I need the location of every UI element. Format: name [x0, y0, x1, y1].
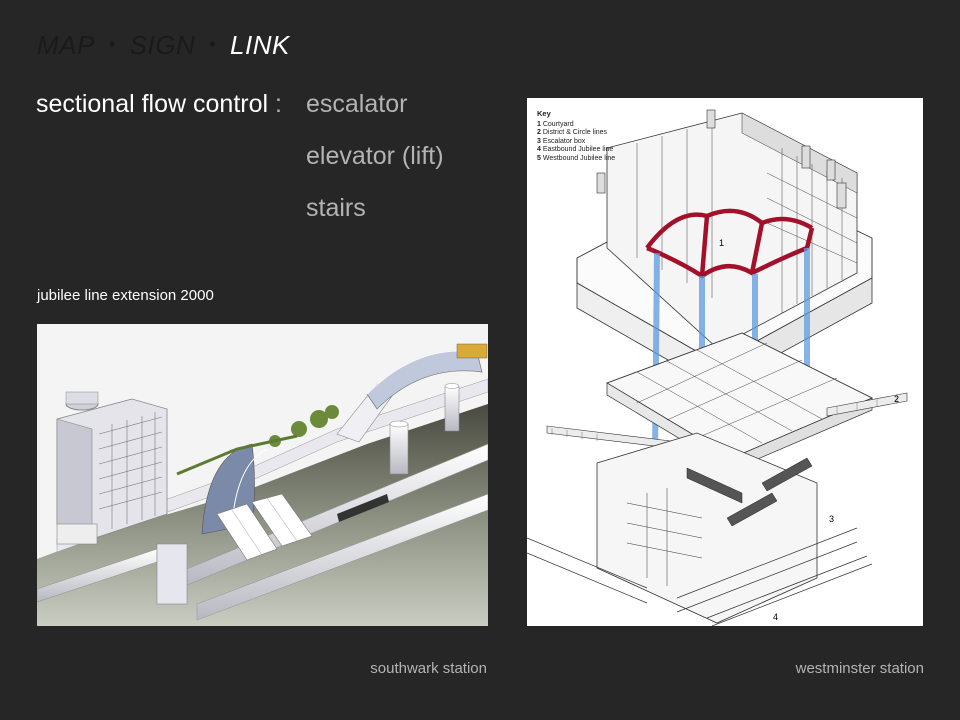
mode-stairs: stairs	[306, 194, 366, 222]
project-subtitle: jubilee line extension 2000	[37, 287, 214, 304]
southwark-station-illustration	[37, 324, 488, 626]
callout-2: 2	[894, 394, 899, 404]
caption-westminster: westminster station	[795, 660, 924, 677]
heading-colon: :	[275, 90, 282, 118]
slide-heading: sectional flow control :	[36, 90, 282, 119]
key-item: 5 Westbound Jubilee line	[537, 154, 616, 162]
breadcrumb-item-map: MAP	[37, 30, 95, 60]
key-item: 4 Eastbound Jubilee line	[537, 146, 614, 153]
key-item: 1 Courtyard	[537, 120, 574, 128]
breadcrumb-item-sign: SIGN	[129, 30, 196, 60]
caption-southwark: southwark station	[370, 660, 487, 677]
callout-1: 1	[719, 238, 724, 248]
callout-3: 3	[829, 514, 834, 524]
westminster-axonometric-drawing: 1	[527, 109, 908, 626]
breadcrumb: MAP • SIGN • LINK	[37, 30, 290, 61]
callout-4: 4	[773, 612, 778, 622]
southwark-axonometric-drawing	[37, 343, 488, 626]
key-item: 3 Escalator box	[537, 137, 586, 145]
mode-elevator: elevator (lift)	[306, 142, 444, 170]
heading-title: sectional flow control	[36, 90, 269, 118]
breadcrumb-separator: •	[209, 34, 217, 54]
key-item: 2 District & Circle lines	[537, 129, 608, 136]
breadcrumb-separator: •	[108, 34, 116, 54]
breadcrumb-item-link: LINK	[230, 30, 290, 60]
mode-escalator: escalator	[306, 90, 408, 118]
westminster-station-illustration: 1	[527, 98, 923, 626]
key-title: Key	[537, 109, 551, 118]
drawing-key: Key 1 Courtyard 2 District & Circle line…	[537, 109, 616, 163]
